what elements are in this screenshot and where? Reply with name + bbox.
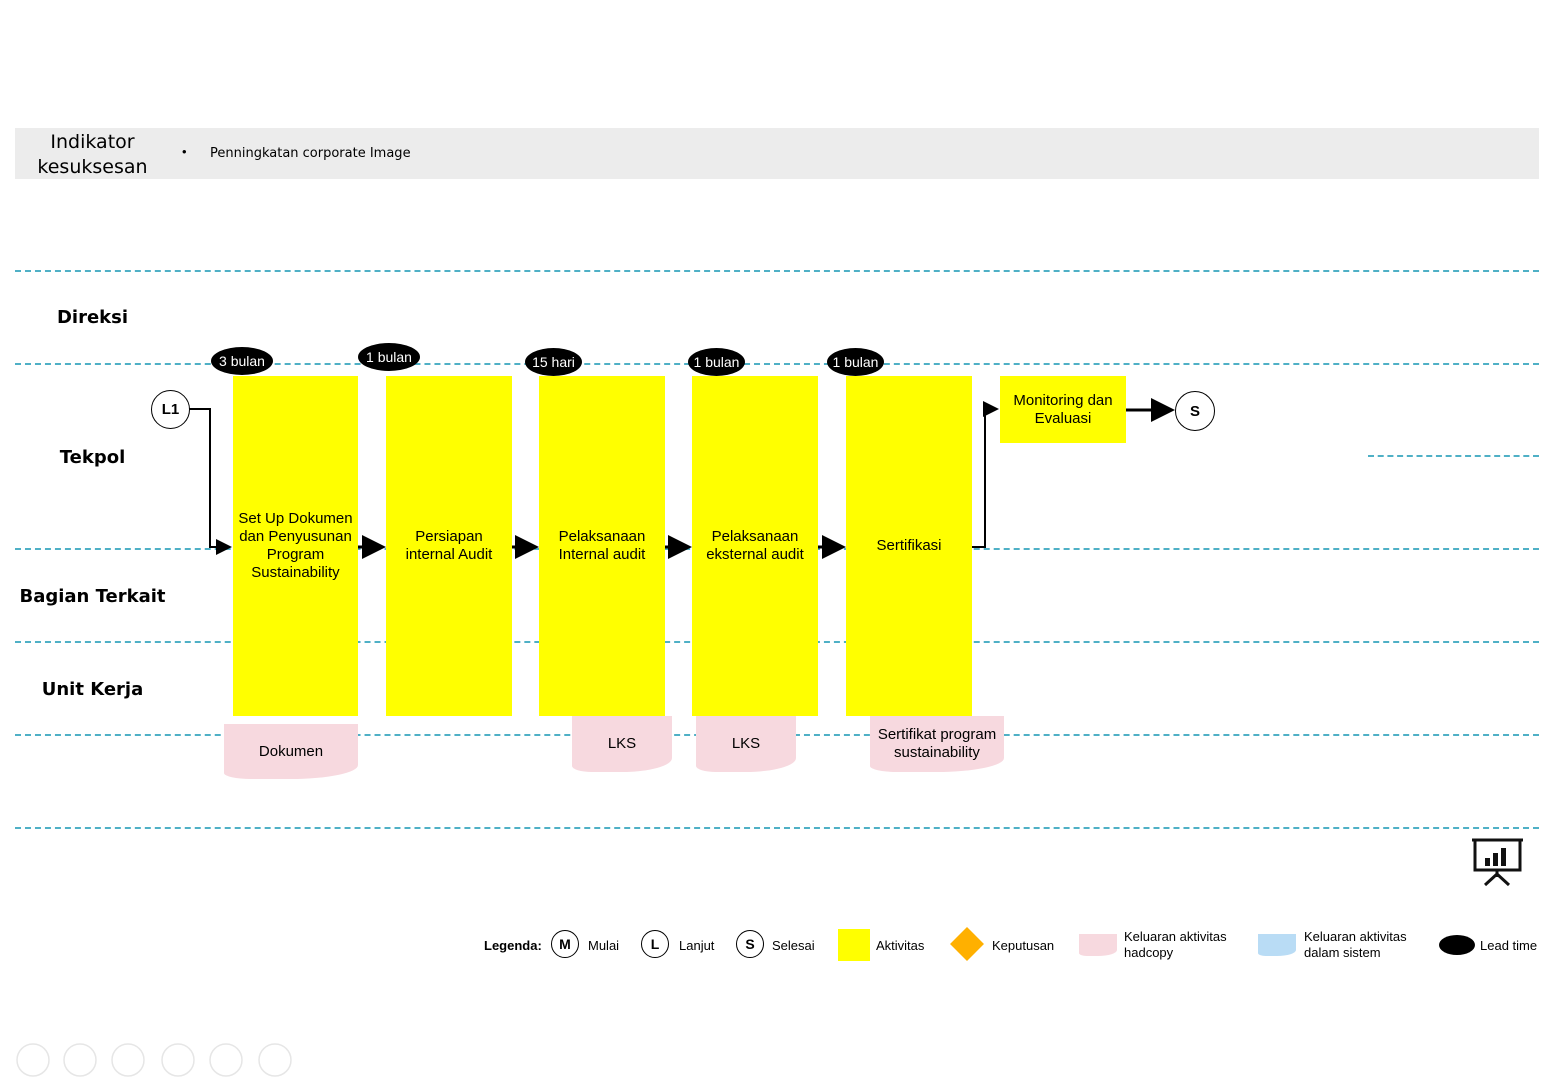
arrow-sertifikasi-to-monitoring — [972, 401, 999, 548]
legend-lead-time-label: Lead time — [1480, 938, 1538, 953]
legend-start-symbol: M — [551, 930, 579, 958]
activity-persiapan-audit[interactable]: Persiapan internal Audit — [386, 376, 512, 716]
slideshow-toolbar — [16, 1043, 292, 1077]
zoom-icon — [209, 1043, 243, 1077]
lead-time-badge: 1 bulan — [688, 348, 745, 376]
output-document-lks-internal: LKS — [572, 716, 672, 772]
activity-eksternal-audit[interactable]: Pelaksanaan eksternal audit — [692, 376, 818, 716]
lead-time-badge: 1 bulan — [827, 348, 884, 376]
next-icon — [63, 1043, 97, 1077]
presentation-chart-icon[interactable] — [1470, 836, 1526, 888]
output-document-sertifikat: Sertifikat program sustainability — [870, 716, 1004, 772]
activity-monitoring-evaluasi[interactable]: Monitoring dan Evaluasi — [1000, 376, 1126, 443]
previous-icon — [16, 1043, 50, 1077]
legend-title: Legenda: — [484, 938, 542, 953]
slides-icon — [161, 1043, 195, 1077]
legend-system-label: Keluaran aktivitas dalam sistem — [1304, 929, 1407, 960]
legend-end-symbol: S — [736, 930, 764, 958]
lane-label-unit-kerja: Unit Kerja — [41, 679, 144, 700]
lane-label-bagian-terkait: Bagian Terkait — [19, 586, 166, 607]
legend-lead-time-swatch — [1439, 935, 1475, 955]
legend-activity-label: Aktivitas — [876, 938, 925, 953]
lead-time-badge: 1 bulan — [358, 343, 420, 371]
legend-continue-label: Lanjut — [679, 938, 715, 953]
output-document-dokumen: Dokumen — [224, 724, 358, 779]
lane-label-tekpol: Tekpol — [59, 447, 126, 468]
pen-icon — [111, 1043, 145, 1077]
activity-internal-audit[interactable]: Pelaksanaan Internal audit — [539, 376, 665, 716]
legend-hardcopy-swatch — [1079, 934, 1117, 956]
activity-setup-dokumen[interactable]: Set Up Dokumen dan Penyusunan Program Su… — [233, 376, 358, 716]
legend-decision-label: Keputusan — [992, 938, 1055, 953]
legend-continue-symbol: L — [641, 930, 669, 958]
legend-system-swatch — [1258, 934, 1296, 956]
lead-time-badge: 3 bulan — [211, 347, 273, 375]
lane-divider — [15, 827, 1539, 829]
activity-sertifikasi[interactable]: Sertifikasi — [846, 376, 972, 716]
indicator-item: Penningkatan corporate Image — [210, 146, 411, 161]
lane-divider — [15, 363, 1539, 365]
output-document-lks-eksternal: LKS — [696, 716, 796, 772]
arrow-l1-to-setup — [189, 408, 232, 555]
legend-start-label: Mulai — [588, 938, 620, 953]
connector-l1[interactable]: L1 — [151, 390, 190, 429]
lead-time-badge: 15 hari — [525, 348, 582, 376]
indicator-title: Indikator kesuksesan — [37, 131, 148, 178]
lane-divider-partial — [1368, 455, 1539, 457]
more-icon — [258, 1043, 292, 1077]
lane-label-direksi: Direksi — [56, 307, 129, 328]
indicator-band — [15, 128, 1539, 179]
bullet-marker: • — [182, 144, 187, 159]
legend-hardcopy-label: Keluaran aktivitas hadcopy — [1124, 929, 1227, 960]
connector-end-s[interactable]: S — [1175, 391, 1215, 431]
legend-end-label: Selesai — [772, 938, 815, 953]
lane-divider — [15, 270, 1539, 272]
legend-activity-swatch — [838, 929, 870, 961]
